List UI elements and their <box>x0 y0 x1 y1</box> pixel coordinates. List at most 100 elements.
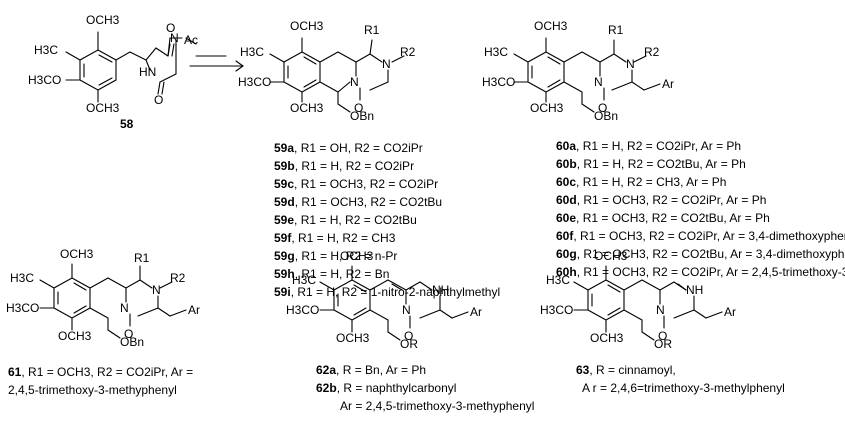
atom-label: OCH3 <box>290 101 324 115</box>
atom-label: OCH3 <box>290 19 324 33</box>
atom-label: N <box>382 57 391 71</box>
atom-label: O <box>658 329 667 343</box>
atom-label: N <box>152 283 161 297</box>
svg-text:60d, R1 = OCH3, R2 = CO2iPr, A: 60d, R1 = OCH3, R2 = CO2iPr, Ar = Ph <box>556 193 766 207</box>
atom-label: OCH3 <box>530 101 564 115</box>
svg-text:60b, R1 = H, R2 = CO2tBu, Ar =: 60b, R1 = H, R2 = CO2tBu, Ar = Ph <box>556 157 746 171</box>
svg-text:60a, R1 = H, R2 = CO2iPr, Ar =: 60a, R1 = H, R2 = CO2iPr, Ar = Ph <box>556 139 741 153</box>
atom-label: H3C <box>484 45 508 59</box>
svg-text:62b, R = naphthylcarbonyl: 62b, R = naphthylcarbonyl <box>316 381 456 395</box>
list-60: 60a, R1 = H, R2 = CO2iPr, Ar = Ph 60b, R… <box>556 139 845 279</box>
atom-labels-58: OCH3 H3C H3CO OCH3 HN N Ac O O <box>28 13 198 115</box>
atom-label: H3C <box>546 273 570 287</box>
atom-labels-61: OCH3 H3C H3CO OCH3 R1 N R2 N O OBn Ar <box>6 247 200 349</box>
atom-label: N <box>594 75 603 89</box>
svg-text:59h, R1 = H, R2 = Bn: 59h, R1 = H, R2 = Bn <box>274 267 389 281</box>
svg-text:62a, R = Bn, Ar = Ph: 62a, R = Bn, Ar = Ph <box>316 363 426 377</box>
svg-text:59i, R1 = H, R2 = 1-nitro-2-na: 59i, R1 = H, R2 = 1-nitro-2-naphthylmeth… <box>274 285 500 299</box>
atom-label: H3CO <box>540 303 573 317</box>
caption-63-line2: A r = 2,4,6=trimethoxy-3-methylphenyl <box>582 381 785 395</box>
atom-labels-60: OCH3 H3C H3CO OCH3 R1 N R2 N O OBn Ar <box>482 19 674 123</box>
atom-label: N <box>402 303 411 317</box>
atom-label: H3CO <box>6 301 39 315</box>
list-60-item: 60b, R1 = H, R2 = CO2tBu, Ar = Ph <box>556 157 746 171</box>
atom-label: N <box>626 57 635 71</box>
atom-label: OBn <box>350 109 374 123</box>
caption-61-line2: 2,4,5-trimethoxy-3-methyphenyl <box>8 383 177 397</box>
reaction-arrow <box>189 55 244 72</box>
atom-label: HN <box>139 65 156 79</box>
atom-label: NH <box>432 283 449 297</box>
list-59-item: 59d, R1 = OCH3, R2 = CO2tBu <box>274 195 442 209</box>
atom-label: H3C <box>34 43 58 57</box>
atom-label: R1 <box>608 23 624 37</box>
atom-label: OCH3 <box>340 249 374 263</box>
atom-label: OCH3 <box>590 331 624 345</box>
atom-labels-59: OCH3 H3C H3CO OCH3 R1 N R2 N O OBn <box>238 19 416 123</box>
atom-label: R1 <box>364 23 380 37</box>
atom-label: R2 <box>170 271 186 285</box>
list-60-item: 60e, R1 = OCH3, R2 = CO2tBu, Ar = Ph <box>556 211 770 225</box>
atom-label: O <box>404 329 413 343</box>
atom-label: N <box>350 75 359 89</box>
list-60-item: 60c, R1 = H, R2 = CH3, Ar = Ph <box>556 175 726 189</box>
structure-58 <box>65 31 197 103</box>
list-60-item: 60a, R1 = H, R2 = CO2iPr, Ar = Ph <box>556 139 741 153</box>
atom-label: OR <box>400 337 418 351</box>
atom-label: OCH3 <box>60 247 94 261</box>
atom-label: H3C <box>292 273 316 287</box>
atom-label: N <box>170 31 179 45</box>
atom-label: Ac <box>184 33 198 47</box>
atom-label: Ar <box>470 305 482 319</box>
atom-label: H3CO <box>238 75 271 89</box>
list-59-item: 59f, R1 = H, R2 = CH3 <box>274 231 396 245</box>
svg-text:60h, R1 = OCH3, R2 = CO2iPr, A: 60h, R1 = OCH3, R2 = CO2iPr, Ar = 2,4,5-… <box>556 265 845 279</box>
svg-text:59a, R1 = OH, R2 = CO2iPr: 59a, R1 = OH, R2 = CO2iPr <box>274 141 423 155</box>
atom-label: H3C <box>10 271 34 285</box>
atom-label: Ar <box>724 305 736 319</box>
list-59-item: 59a, R1 = OH, R2 = CO2iPr <box>274 141 423 155</box>
compound-58-label: 58 <box>120 117 134 131</box>
structure-59 <box>269 37 405 113</box>
list-59-item: 59h, R1 = H, R2 = Bn <box>274 267 389 281</box>
caption-61: 61, R1 = OCH3, R2 = CO2iPr, Ar = 2,4,5-t… <box>8 365 193 397</box>
svg-text:60g, R1 = OCH3, R2 = CO2tBu, A: 60g, R1 = OCH3, R2 = CO2tBu, Ar = 3,4-di… <box>556 247 845 261</box>
caption-63: 63, R = cinnamoyl, A r = 2,4,6=trimethox… <box>576 363 785 395</box>
caption-62-line3: Ar = 2,4,5-trimethoxy-3-methyphenyl <box>340 399 534 413</box>
atom-label: OCH3 <box>86 13 120 27</box>
svg-text:60c, R1 = H, R2 = CH3, Ar = Ph: 60c, R1 = H, R2 = CH3, Ar = Ph <box>556 175 726 189</box>
list-60-item: 60h, R1 = OCH3, R2 = CO2iPr, Ar = 2,4,5-… <box>556 265 845 279</box>
atom-label: N <box>120 301 129 315</box>
atom-label: OR <box>654 337 672 351</box>
list-59-item: 59c, R1 = OCH3, R2 = CO2iPr <box>274 177 438 191</box>
structure-63 <box>573 265 723 341</box>
structure-60 <box>513 37 661 113</box>
atom-label: R2 <box>644 45 660 59</box>
atom-label: O <box>166 21 175 35</box>
atom-label: OCH3 <box>534 19 568 33</box>
atom-labels-63: OCH3 H3C H3CO OCH3 NH N O OR Ar <box>540 249 736 351</box>
svg-text:63, R = cinnamoyl,: 63, R = cinnamoyl, <box>576 363 676 377</box>
atom-label: NH <box>686 283 703 297</box>
atom-label: H3CO <box>482 75 515 89</box>
list-60-item: 60f, R1 = OCH3, R2 = CO2iPr, Ar = 3,4-di… <box>556 229 845 243</box>
atom-label: H3CO <box>286 303 319 317</box>
list-60-item: 60g, R1 = OCH3, R2 = CO2tBu, Ar = 3,4-di… <box>556 247 845 261</box>
list-59: 59a, R1 = OH, R2 = CO2iPr 59b, R1 = H, R… <box>274 141 500 299</box>
list-59-item: 59b, R1 = H, R2 = CO2iPr <box>274 159 414 173</box>
atom-label: O <box>354 101 363 115</box>
list-60-item: 60d, R1 = OCH3, R2 = CO2iPr, Ar = Ph <box>556 193 766 207</box>
svg-text:59d, R1 = OCH3, R2 = CO2tBu: 59d, R1 = OCH3, R2 = CO2tBu <box>274 195 442 209</box>
structure-62 <box>319 265 469 341</box>
svg-text:61, R1 = OCH3, R2 = CO2iPr, Ar: 61, R1 = OCH3, R2 = CO2iPr, Ar = <box>8 365 193 379</box>
atom-label: R2 <box>400 45 416 59</box>
atom-label: O <box>598 101 607 115</box>
svg-text:59b, R1 = H, R2 = CO2iPr: 59b, R1 = H, R2 = CO2iPr <box>274 159 414 173</box>
atom-label: OCH3 <box>58 329 92 343</box>
caption-62: 62a, R = Bn, Ar = Ph 62b, R = naphthylca… <box>316 363 534 413</box>
atom-label: OBn <box>594 109 618 123</box>
atom-label: OCH3 <box>336 331 370 345</box>
atom-label: Ar <box>662 77 674 91</box>
atom-label: OCH3 <box>594 249 628 263</box>
